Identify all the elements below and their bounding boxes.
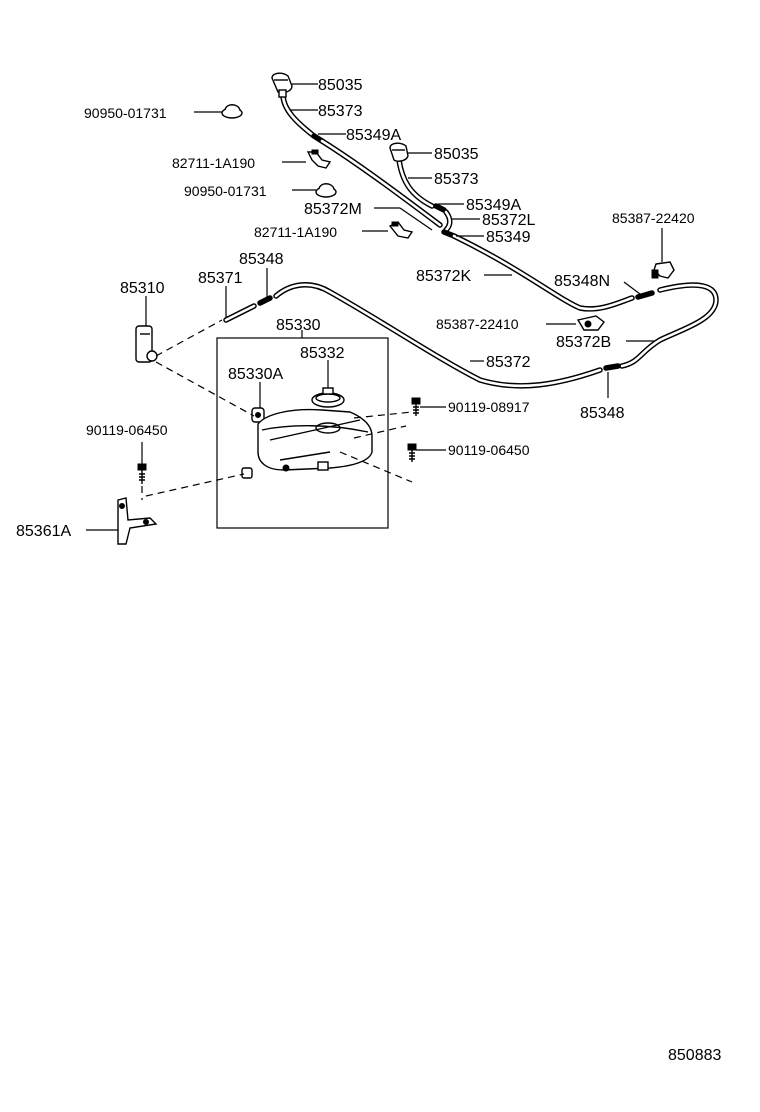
label-85348-left: 85348 [239, 251, 284, 268]
label-85332: 85332 [300, 345, 345, 362]
label-90950-01731-upper: 90950-01731 [84, 105, 167, 121]
bolt-upper-icon [411, 397, 421, 416]
label-85372L: 85372L [482, 212, 535, 229]
label-90119-06450-left: 90119-06450 [86, 422, 168, 438]
grommet-upper-icon [221, 104, 243, 119]
label-85349: 85349 [486, 229, 531, 246]
label-85035-right: 85035 [434, 146, 479, 163]
label-90119-08917: 90119-08917 [448, 399, 530, 415]
label-85349A-right: 85349A [466, 197, 521, 214]
part-labels: 85035 85373 90950-01731 85349A 82711-1A1… [16, 77, 721, 1064]
washer-tank-icon [241, 408, 373, 479]
label-85348N: 85348N [554, 273, 610, 290]
bolt-left-icon [137, 463, 147, 484]
label-85372K: 85372K [416, 268, 471, 285]
washer-pump-icon [135, 325, 158, 363]
grommet-lower-icon [315, 183, 337, 198]
label-90950-01731-lower: 90950-01731 [184, 183, 267, 199]
label-85310: 85310 [120, 280, 165, 297]
label-85035-left: 85035 [318, 77, 363, 94]
nozzle-right-icon [389, 142, 409, 162]
t-connector-icon [576, 315, 605, 331]
figure-code: 850883 [668, 1047, 721, 1064]
bracket-icon [117, 497, 158, 545]
label-82711-1A190-lower: 82711-1A190 [254, 224, 337, 240]
label-85372B: 85372B [556, 334, 611, 351]
label-90119-06450-right: 90119-06450 [448, 442, 530, 458]
bolt-right-icon [407, 443, 417, 462]
label-85371: 85371 [198, 270, 243, 287]
clip-lower-icon [388, 221, 414, 239]
label-85373-left: 85373 [318, 103, 363, 120]
label-85349A-left: 85349A [346, 127, 401, 144]
label-85330: 85330 [276, 317, 321, 334]
clip-upper-icon [306, 149, 332, 169]
leader-lines [86, 83, 663, 531]
label-85361A: 85361A [16, 523, 71, 540]
label-85348-right: 85348 [580, 405, 625, 422]
nozzle-left-icon [271, 72, 293, 98]
label-85387-22420: 85387-22420 [612, 210, 695, 226]
label-85330A: 85330A [228, 366, 283, 383]
assembly-dashed-lines [141, 319, 413, 500]
hose-lines [223, 93, 719, 389]
label-85373-right: 85373 [434, 171, 479, 188]
label-85387-22410: 85387-22410 [436, 316, 519, 332]
elbow-connector-icon [651, 261, 675, 279]
label-85372: 85372 [486, 354, 531, 371]
label-82711-1A190-upper: 82711-1A190 [172, 155, 255, 171]
tank-cap-icon [311, 387, 345, 408]
part-shapes [117, 72, 675, 545]
label-85372M: 85372M [304, 201, 362, 218]
